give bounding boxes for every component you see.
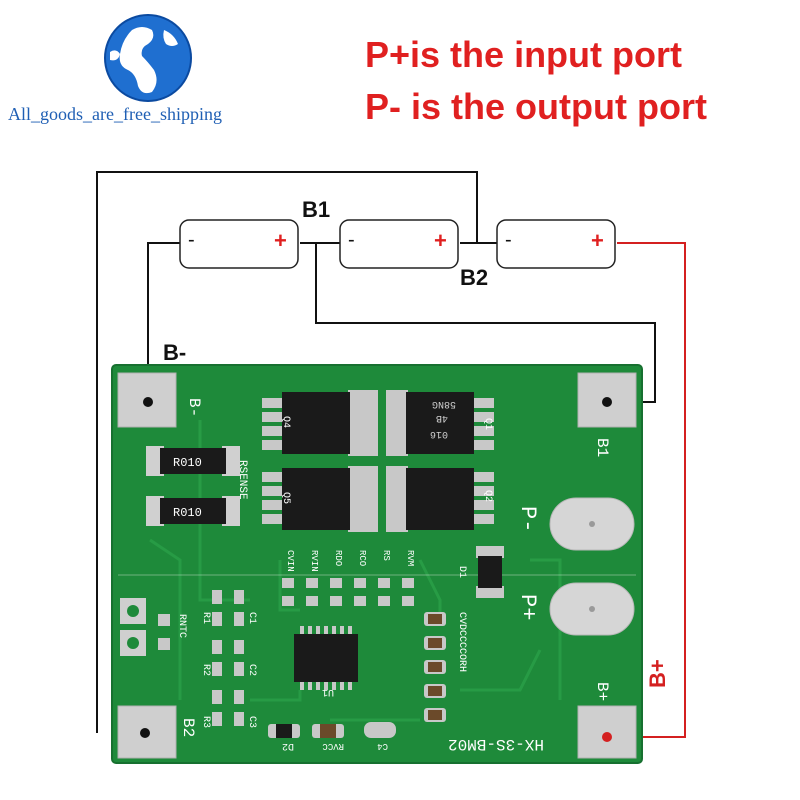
silk-p-plus: P+ [515, 594, 540, 620]
silk-pad-label-5: RVM [405, 550, 415, 566]
mosfet-q4 [262, 390, 378, 456]
bottom-parts [268, 722, 396, 738]
cell-2-plus-label: + [434, 228, 447, 253]
logo-text: All_goods_are_free_shipping [8, 104, 222, 124]
cell-1-minus-label: - [188, 229, 195, 251]
resistor-r010-1 [146, 446, 240, 476]
silk-pad-label-0: CVIN [285, 550, 295, 572]
silk-pad-label-3: RCO [357, 550, 367, 566]
heading-input-port: P+is the input port [365, 34, 683, 75]
pad-b-minus [117, 372, 177, 428]
small-pads-row [282, 578, 414, 606]
silk-b1: B1 [593, 438, 611, 457]
mosfet-mark-q1-c: 016 [430, 428, 448, 439]
red-wire [607, 242, 686, 738]
silk-pad-label-4: RS [381, 550, 391, 561]
cell-3-plus-label: + [591, 228, 604, 253]
silk-rvcc: RVCC [322, 741, 344, 751]
silk-b2: B2 [179, 718, 197, 737]
globe-icon [104, 14, 192, 102]
cell-2-minus-label: - [348, 229, 355, 251]
silk-r3: R3 [200, 716, 211, 728]
cell-1-plus-label: + [274, 228, 287, 253]
silk-b-minus: B- [185, 398, 203, 417]
battery-cell-2 [339, 219, 459, 269]
silk-q2: Q2 [482, 490, 493, 502]
battery-cell-1 [179, 219, 299, 269]
silk-p-minus: P- [515, 506, 540, 532]
silk-r1: R1 [200, 612, 211, 624]
silkscreen: B- B1 B2 B+ P- P+ HX-3S-BM02 RSENSE R010… [173, 398, 611, 753]
silk-cap-labels: CVDCCCCORH [456, 612, 467, 672]
silk-d2: D2 [282, 740, 294, 751]
silk-d1: D1 [456, 566, 467, 578]
ntc-pads [120, 598, 146, 656]
silk-c4: C4 [377, 741, 388, 751]
silk-b-plus: B+ [593, 682, 611, 701]
pad-b2 [117, 705, 177, 759]
pcb-board [111, 364, 643, 764]
silk-r010-1: R010 [173, 456, 202, 470]
label-b-minus: B- [163, 340, 187, 365]
label-b1: B1 [302, 197, 331, 222]
silk-r2: R2 [200, 664, 211, 676]
label-b2: B2 [460, 265, 489, 290]
diode-d1 [476, 546, 504, 598]
pad-p-minus [549, 497, 635, 551]
silk-q5: Q5 [280, 492, 291, 504]
silk-model: HX-3S-BM02 [448, 735, 544, 753]
cap-column [424, 612, 446, 722]
pad-p-plus [549, 582, 635, 636]
small-pads-left [158, 590, 244, 726]
pad-b1 [577, 372, 637, 428]
heading-output-port: P- is the output port [365, 86, 707, 127]
cell-3-minus-label: - [505, 229, 512, 251]
pad-b-plus [577, 705, 637, 759]
silk-pad-label-1: RVIN [309, 550, 319, 572]
silk-q4: Q4 [280, 416, 291, 428]
silk-pad-label-2: RDO [333, 550, 343, 566]
mosfet-q1 [386, 390, 494, 456]
silk-q1: Q1 [482, 418, 493, 430]
silk-u1: U1 [322, 686, 334, 697]
label-b-plus: B+ [645, 659, 670, 688]
silk-c3: C3 [246, 716, 257, 728]
battery-cell-3 [496, 219, 616, 269]
silk-rntc: RNTC [176, 614, 187, 638]
mosfet-mark-q1-a: 58NG [432, 398, 456, 409]
mosfet-q2 [386, 466, 494, 532]
silk-rsense: RSENSE [236, 460, 248, 500]
mosfet-mark-q1-b: 4B [436, 412, 448, 423]
silk-c2: C2 [246, 664, 257, 676]
silk-r010-2: R010 [173, 506, 202, 520]
silk-c1: C1 [246, 612, 257, 624]
mosfet-q5 [262, 466, 378, 532]
ic-u1 [294, 626, 358, 690]
resistor-r010-2 [146, 496, 240, 526]
